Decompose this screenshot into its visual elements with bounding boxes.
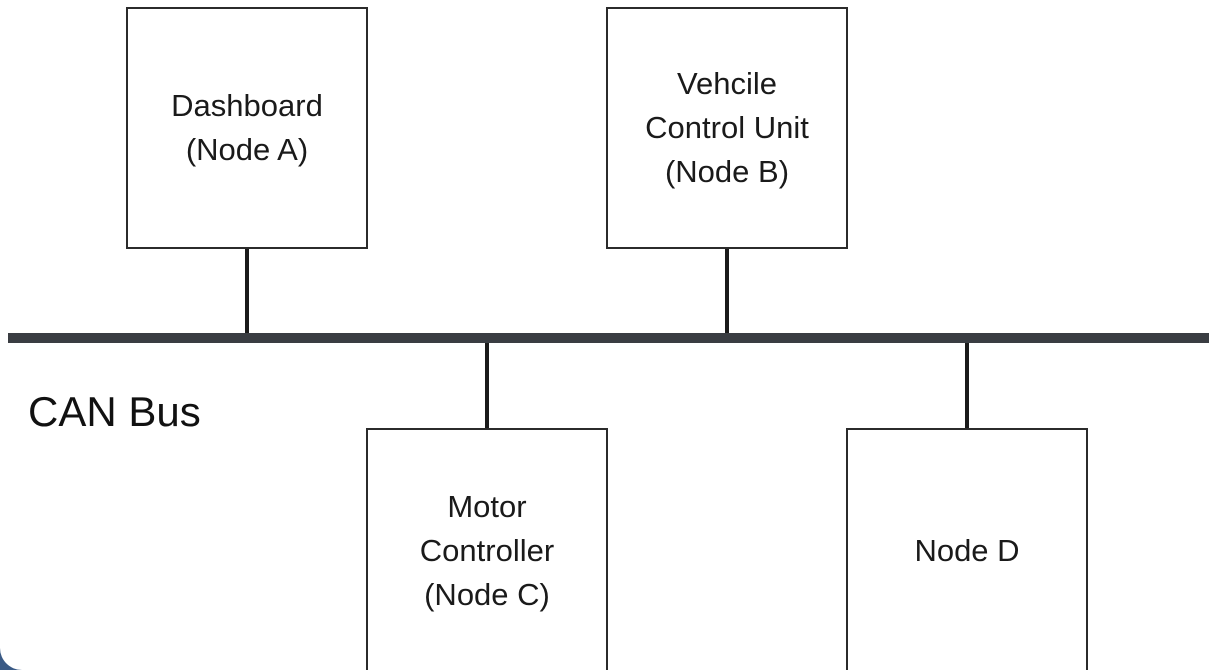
connector-node-c xyxy=(485,340,489,430)
node-d-label: Node D xyxy=(914,533,1020,568)
node-d-box: Node D xyxy=(846,428,1088,670)
node-c-label: Motor Controller (Node C) xyxy=(419,489,555,612)
node-a-label: Dashboard (Node A) xyxy=(171,88,323,167)
node-c-box: Motor Controller (Node C) xyxy=(366,428,608,670)
connector-node-a xyxy=(245,248,249,336)
can-bus-label: CAN Bus xyxy=(28,388,201,435)
connector-node-d xyxy=(965,340,969,430)
node-a-box: Dashboard (Node A) xyxy=(126,7,368,249)
connector-node-b xyxy=(725,248,729,336)
node-b-label: Vehcile Control Unit (Node B) xyxy=(645,66,809,189)
node-b-box: Vehcile Control Unit (Node B) xyxy=(606,7,848,249)
can-bus-line xyxy=(8,333,1209,343)
